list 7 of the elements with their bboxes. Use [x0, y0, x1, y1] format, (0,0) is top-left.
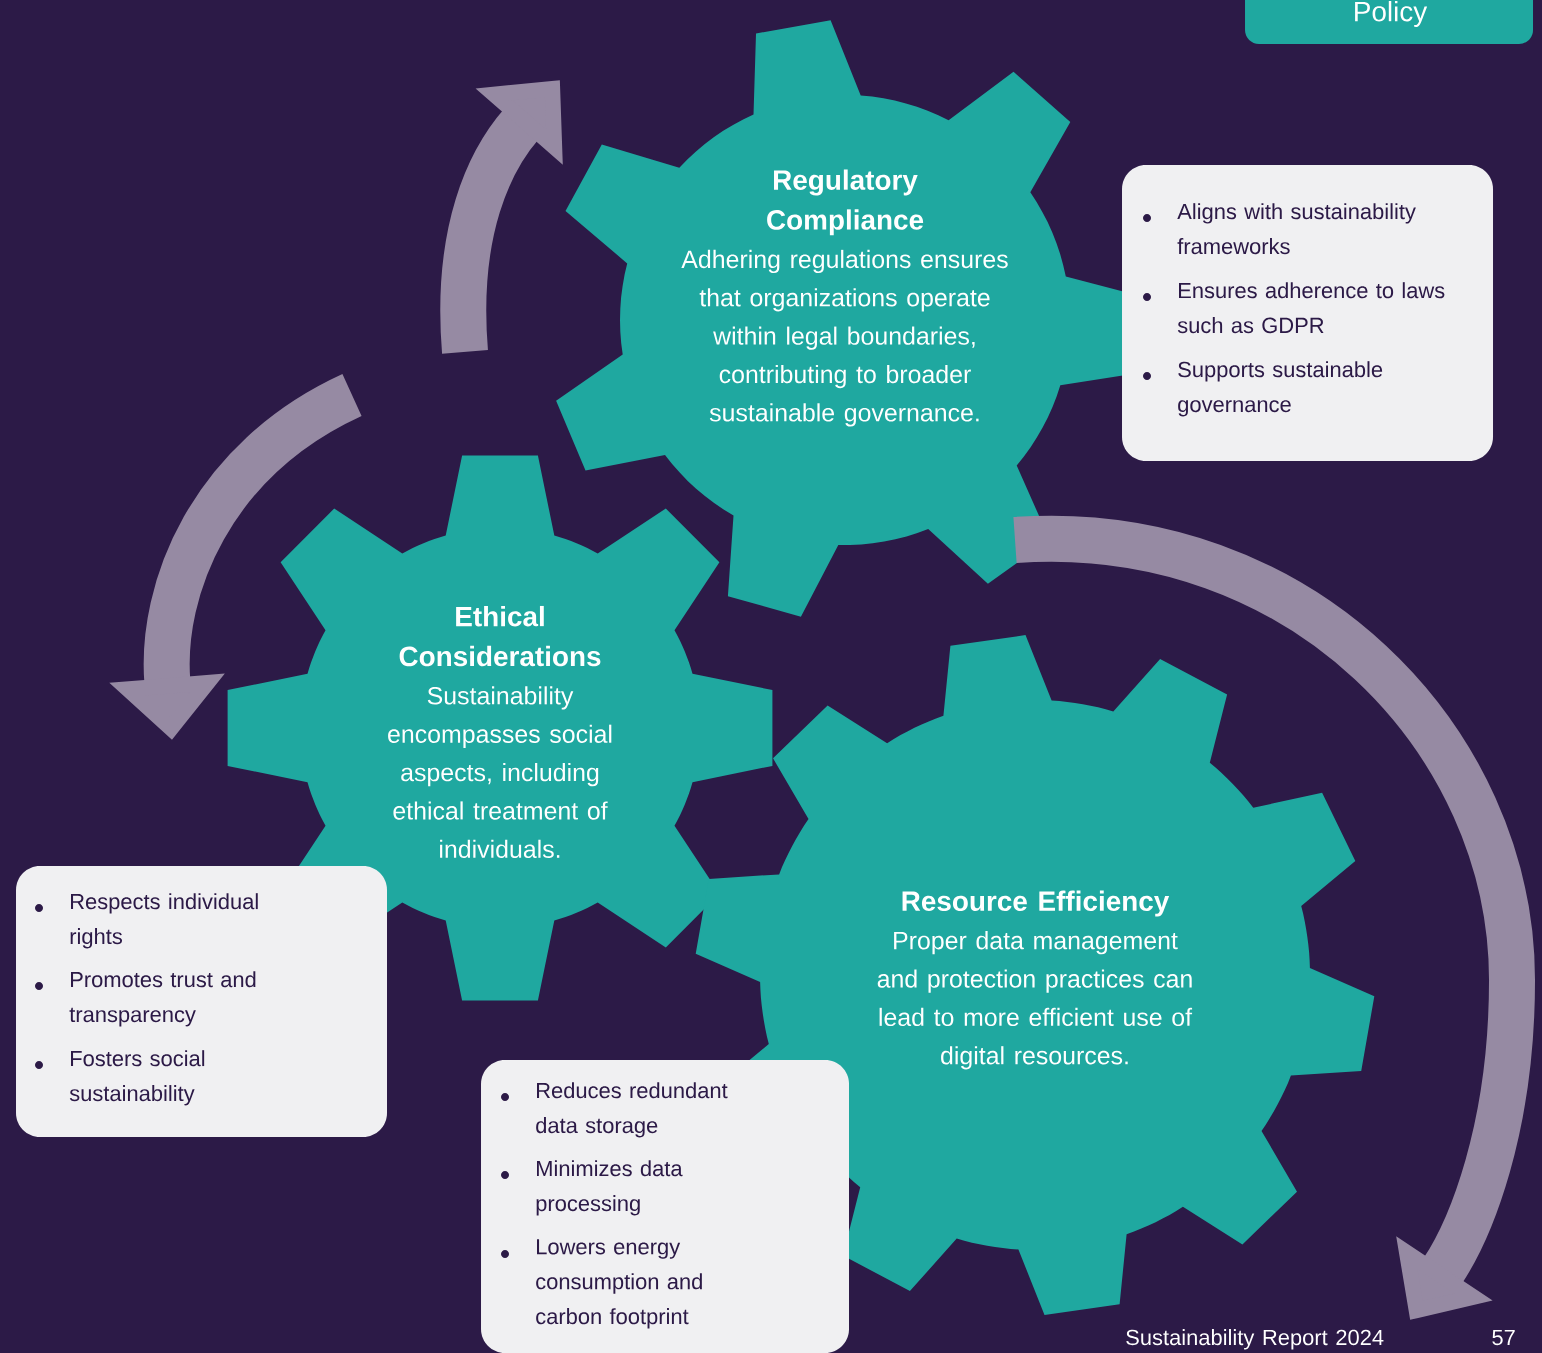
gear: Regulatory Compliance Adhering regulations ensures that organizations operate within legal boundaries, contributing to broader sustainable governance.: [556, 20, 1145, 617]
tab: Policy: [1245, 0, 1533, 44]
node-label: Sustainability encompasses social aspects, including ethical treatment of individuals.: [388, 686, 612, 859]
bullet-box: Respects individual rights Promotes trust and transparency Fosters social sustainability: [16, 866, 387, 1137]
bullet-box: Reduces redundant data storage Minimizes data processing Lowers energy consumption and carbon footprint: [481, 1060, 849, 1353]
bullet-box: Aligns with sustainability frameworks Ensures adherence to laws such as GDPR Supports sustainable governance: [1122, 165, 1493, 461]
page-number: 57: [1492, 1329, 1515, 1346]
